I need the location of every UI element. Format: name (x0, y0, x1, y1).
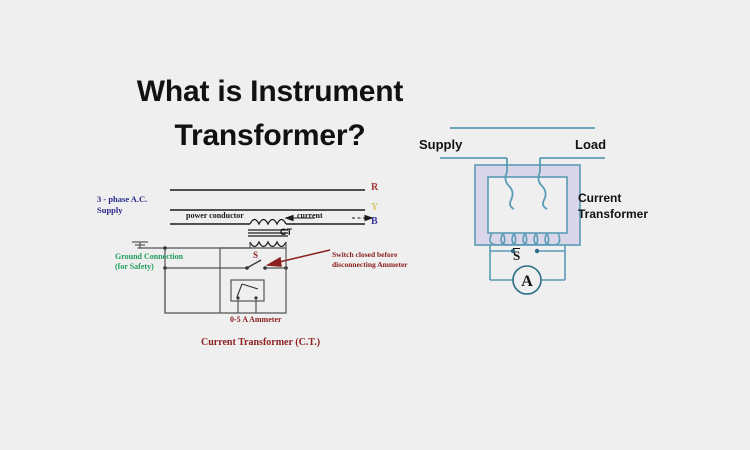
secondary-switch-label: S (513, 248, 521, 264)
phase-label-y: Y (371, 202, 379, 213)
switch-annotation-note: Switch closed before disconnecting Ammet… (332, 250, 442, 270)
node-switch-left (245, 266, 249, 270)
ground-connection-label-line-2: (for Safety) (115, 262, 154, 271)
left-diagram-caption: Current Transformer (C.T.) (201, 337, 321, 348)
page-title: What is Instrument Transformer? (60, 70, 480, 158)
current-transformer-schematic-left (132, 189, 374, 314)
supply-label-left: 3 - phase A.C. Supply (97, 194, 177, 216)
secondary-winding (489, 232, 561, 246)
phase-label-b: B (371, 216, 378, 227)
ammeter-box (230, 279, 265, 302)
node-switch-right (263, 266, 267, 270)
supply-label-left-line-1: 3 - phase A.C. (97, 194, 148, 204)
supply-label-right: Supply (419, 137, 463, 152)
right-diagram-title: Current Transformer (578, 190, 698, 222)
node-ground-junction (163, 246, 167, 250)
ct-symbol-label: CT (280, 227, 292, 237)
switch-annotation-line-2: disconnecting Ammeter (332, 260, 408, 269)
switch-note-pointer (265, 249, 331, 267)
current-flow-label: current (297, 211, 323, 220)
ammeter-needle (236, 283, 259, 298)
secondary-switch-node-left (510, 248, 516, 254)
primary-winding (504, 171, 548, 210)
supply-label-left-line-2: Supply (97, 205, 123, 215)
ammeter-circle-symbol (512, 265, 542, 295)
ground-symbol (132, 241, 165, 249)
page-title-line-2: Transformer? (174, 119, 366, 152)
right-diagram-title-line-2: Transformer (578, 207, 649, 221)
ct-secondary-lead-right (219, 242, 287, 313)
right-diagram-title-line-1: Current (578, 191, 622, 205)
load-label-right: Load (575, 137, 607, 152)
ct-primary-coil (249, 218, 287, 226)
page-title-line-1: What is Instrument (136, 75, 404, 108)
phase-label-r: R (371, 182, 379, 193)
current-arrow-left (284, 214, 315, 222)
secondary-switch-label-text: S (513, 248, 521, 263)
switch-label-s: S (253, 250, 259, 260)
switch-blade (246, 259, 262, 269)
ammeter-loop-wire (164, 268, 287, 314)
ammeter-letter: A (521, 273, 533, 290)
switch-annotation-line-1: Switch closed before (332, 250, 398, 259)
power-conductor-label: power conductor (186, 211, 244, 220)
secondary-switch-node-right (534, 248, 540, 254)
transformer-core-window (487, 176, 568, 234)
ground-connection-label-line-1: Ground Connection (115, 252, 184, 261)
ground-connection-label: Ground Connection (for Safety) (115, 252, 225, 272)
ammeter-rating-label: 0-5 A Ammeter (230, 315, 282, 324)
ct-secondary-coil (249, 240, 287, 248)
current-arrow-right (352, 214, 374, 222)
current-transformer-schematic-right: A (440, 127, 605, 295)
ct-core (248, 229, 288, 237)
